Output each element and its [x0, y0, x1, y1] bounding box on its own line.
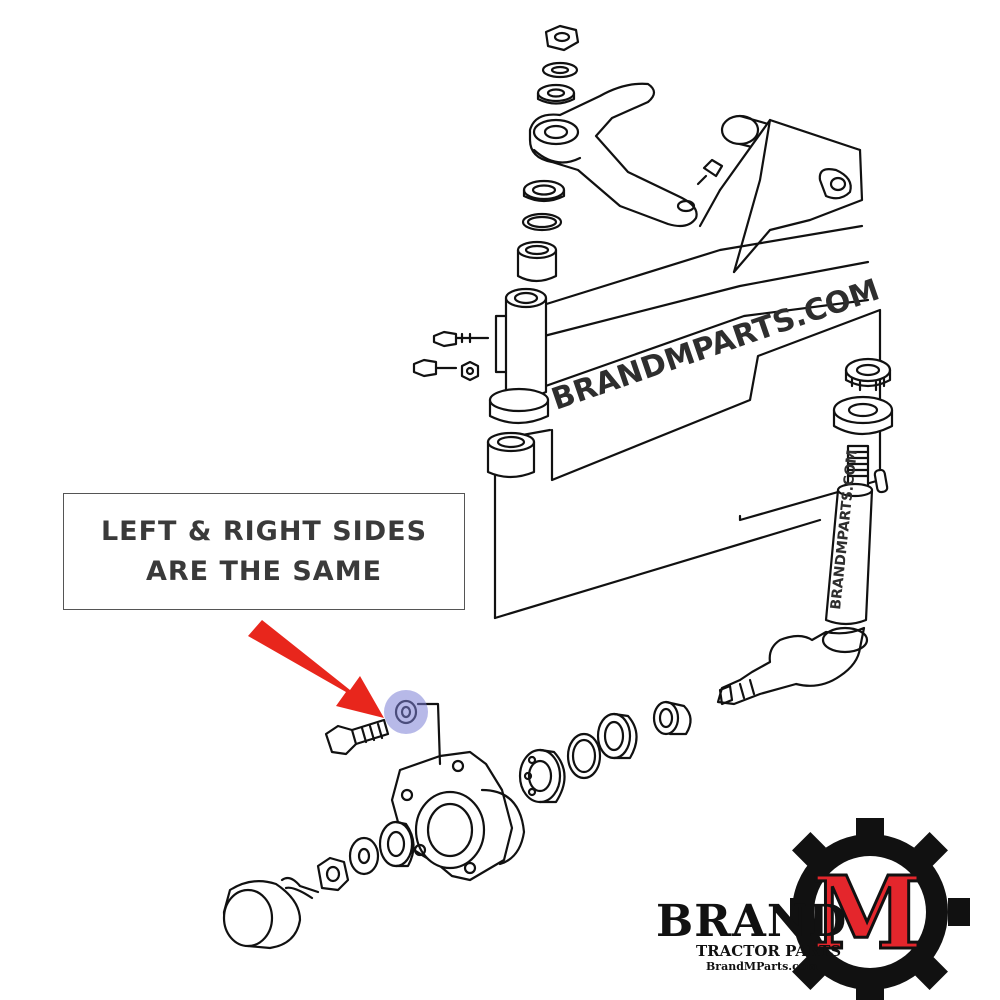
logo-url: BrandMParts.com: [706, 960, 818, 973]
housing-nut: [460, 360, 480, 382]
top-nut: [544, 24, 580, 52]
housing-bolt: [412, 358, 458, 378]
inner-bearing: [518, 748, 566, 804]
inner-spacer: [652, 700, 692, 736]
note-box: LEFT & RIGHT SIDES ARE THE SAME: [63, 493, 465, 610]
logo-letter-m: M: [812, 854, 923, 972]
top-lock-washer: [541, 61, 579, 79]
part-highlight: [384, 690, 428, 734]
thrust-bearing: [844, 357, 892, 392]
hub-bolt: [324, 718, 390, 756]
note-line-2: ARE THE SAME: [145, 555, 383, 587]
brand-m-logo: M BRAND TRACTOR PARTS BrandMParts.com: [656, 818, 970, 1000]
steering-arm: [528, 82, 698, 228]
castle-nut: [316, 856, 350, 892]
axle-watermark: BRANDMPARTS.COM: [547, 272, 884, 417]
red-arrow-icon: [248, 620, 384, 718]
upper-o-ring: [521, 212, 563, 232]
upper-bushing: [516, 240, 558, 283]
dust-seal: [832, 395, 894, 436]
logo-brand: BRAND: [656, 896, 847, 947]
cotter-pin: [280, 876, 320, 900]
note-line-1: LEFT & RIGHT SIDES: [100, 515, 428, 547]
upper-seal: [522, 179, 566, 203]
steering-knuckle-spindle: [716, 444, 874, 706]
dust-cap: [222, 879, 302, 950]
top-flat-washer: [536, 83, 576, 105]
outer-bearing: [378, 820, 415, 868]
lower-bushing: [486, 431, 536, 479]
gear-icon: [790, 818, 970, 1000]
snap-ring: [566, 732, 602, 780]
grease-fitting: [432, 330, 490, 348]
hub-washer: [348, 836, 380, 876]
key-pin: [873, 468, 889, 494]
wheel-hub: [390, 750, 526, 882]
inner-seal: [596, 712, 638, 760]
logo-tagline: TRACTOR PARTS: [696, 942, 841, 960]
